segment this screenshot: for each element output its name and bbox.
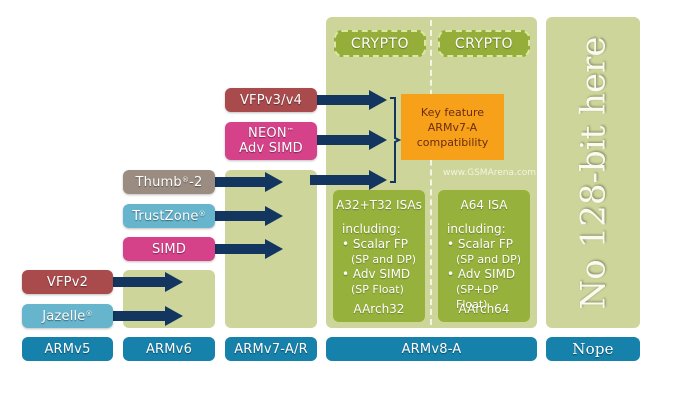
aarch-divider: [430, 20, 432, 325]
key-feature-box: Key feature ARMv7-A compatibility: [401, 94, 504, 160]
arch-label: ARMv8-A: [401, 341, 462, 357]
arch-label-armv6: ARMv6: [123, 337, 215, 361]
feature-trustzone: TrustZone®: [123, 204, 215, 228]
feature-label: Jazelle: [42, 308, 86, 324]
feature-label: VFPv3/v4: [239, 92, 303, 108]
arch-label-nope: Nope: [546, 337, 640, 361]
arch-label-armv7: ARMv7-A/R: [225, 337, 317, 361]
feature-simd: SIMD: [123, 237, 215, 261]
arrow-icon: [314, 90, 387, 110]
arrow-icon: [310, 170, 387, 190]
crypto-box-aarch32: CRYPTO: [334, 30, 426, 57]
feature-label: TrustZone: [132, 208, 199, 224]
arrow-icon: [314, 130, 387, 150]
feature-label: Thumb: [135, 174, 182, 190]
bullet-scalar-fp: • Scalar FP: [342, 237, 409, 251]
nope-panel: [546, 17, 640, 328]
feature-thumb2: Thumb®-2: [123, 170, 215, 194]
registered-mark: ®: [198, 210, 206, 218]
bullet-scalar-fp-sub: (SP and DP): [351, 253, 416, 266]
crypto-label: CRYPTO: [350, 35, 410, 52]
crypto-label: CRYPTO: [454, 35, 514, 52]
feature-neon: NEON™ Adv SIMD: [225, 122, 317, 160]
arch-label: ARMv5: [44, 341, 91, 357]
registered-mark: ®: [181, 176, 190, 184]
feature-vfpv2: VFPv2: [22, 270, 113, 294]
registered-mark: ®: [85, 310, 93, 318]
aarch32-panel: A32+T32 ISAs including: • Scalar FP (SP …: [333, 190, 425, 322]
feature-label: VFPv2: [46, 274, 89, 290]
key-feature-line: compatibility: [416, 135, 489, 149]
feature-jazelle: Jazelle®: [22, 304, 113, 328]
aarch32-title: A32+T32 ISAs: [336, 198, 422, 212]
arrow-icon: [212, 206, 283, 226]
arch-label: ARMv7-A/R: [234, 341, 308, 357]
arch-label-armv8: ARMv8-A: [326, 337, 537, 361]
aarch64-panel: A64 ISA including: • Scalar FP (SP and D…: [438, 190, 530, 322]
aarch64-title: A64 ISA: [460, 198, 508, 212]
arrow-icon: [212, 172, 283, 192]
aarch64-body: including: • Scalar FP (SP and DP) • Adv…: [447, 222, 530, 312]
trademark-mark: ™: [286, 127, 294, 135]
crypto-box-aarch64: CRYPTO: [438, 30, 530, 57]
aarch32-body: including: • Scalar FP (SP and DP) • Adv…: [342, 222, 425, 297]
arrow-icon: [110, 272, 183, 292]
bullet-adv-simd: • Adv SIMD: [342, 267, 411, 281]
aarch64-footer: AArch64: [458, 302, 510, 316]
bracket-icon: [390, 97, 402, 183]
key-feature-line: ARMv7-A: [427, 120, 478, 134]
feature-label-line2: Adv SIMD: [239, 141, 303, 156]
arch-label-armv5: ARMv5: [22, 337, 113, 361]
including-label: including:: [447, 222, 506, 236]
watermark: www.GSMArena.com: [443, 168, 537, 178]
aarch32-footer: AArch32: [353, 302, 405, 316]
bullet-adv-simd: • Adv SIMD: [447, 267, 516, 281]
feature-label: NEON: [248, 126, 287, 141]
arrow-icon: [212, 239, 283, 259]
bullet-adv-simd-sub: (SP Float): [351, 283, 404, 296]
including-label: including:: [342, 222, 401, 236]
bullet-scalar-fp: • Scalar FP: [447, 237, 514, 251]
bullet-scalar-fp-sub: (SP and DP): [456, 253, 521, 266]
bullet-adv-simd-sub: (SP+DP Float): [456, 283, 499, 311]
feature-label-suffix: -2: [189, 174, 203, 190]
feature-label: SIMD: [151, 241, 187, 257]
arch-label: ARMv6: [145, 341, 193, 357]
feature-vfpv3: VFPv3/v4: [225, 88, 317, 112]
arrow-icon: [110, 306, 183, 326]
key-feature-line: Key feature: [420, 105, 485, 119]
arch-label: Nope: [572, 340, 614, 358]
